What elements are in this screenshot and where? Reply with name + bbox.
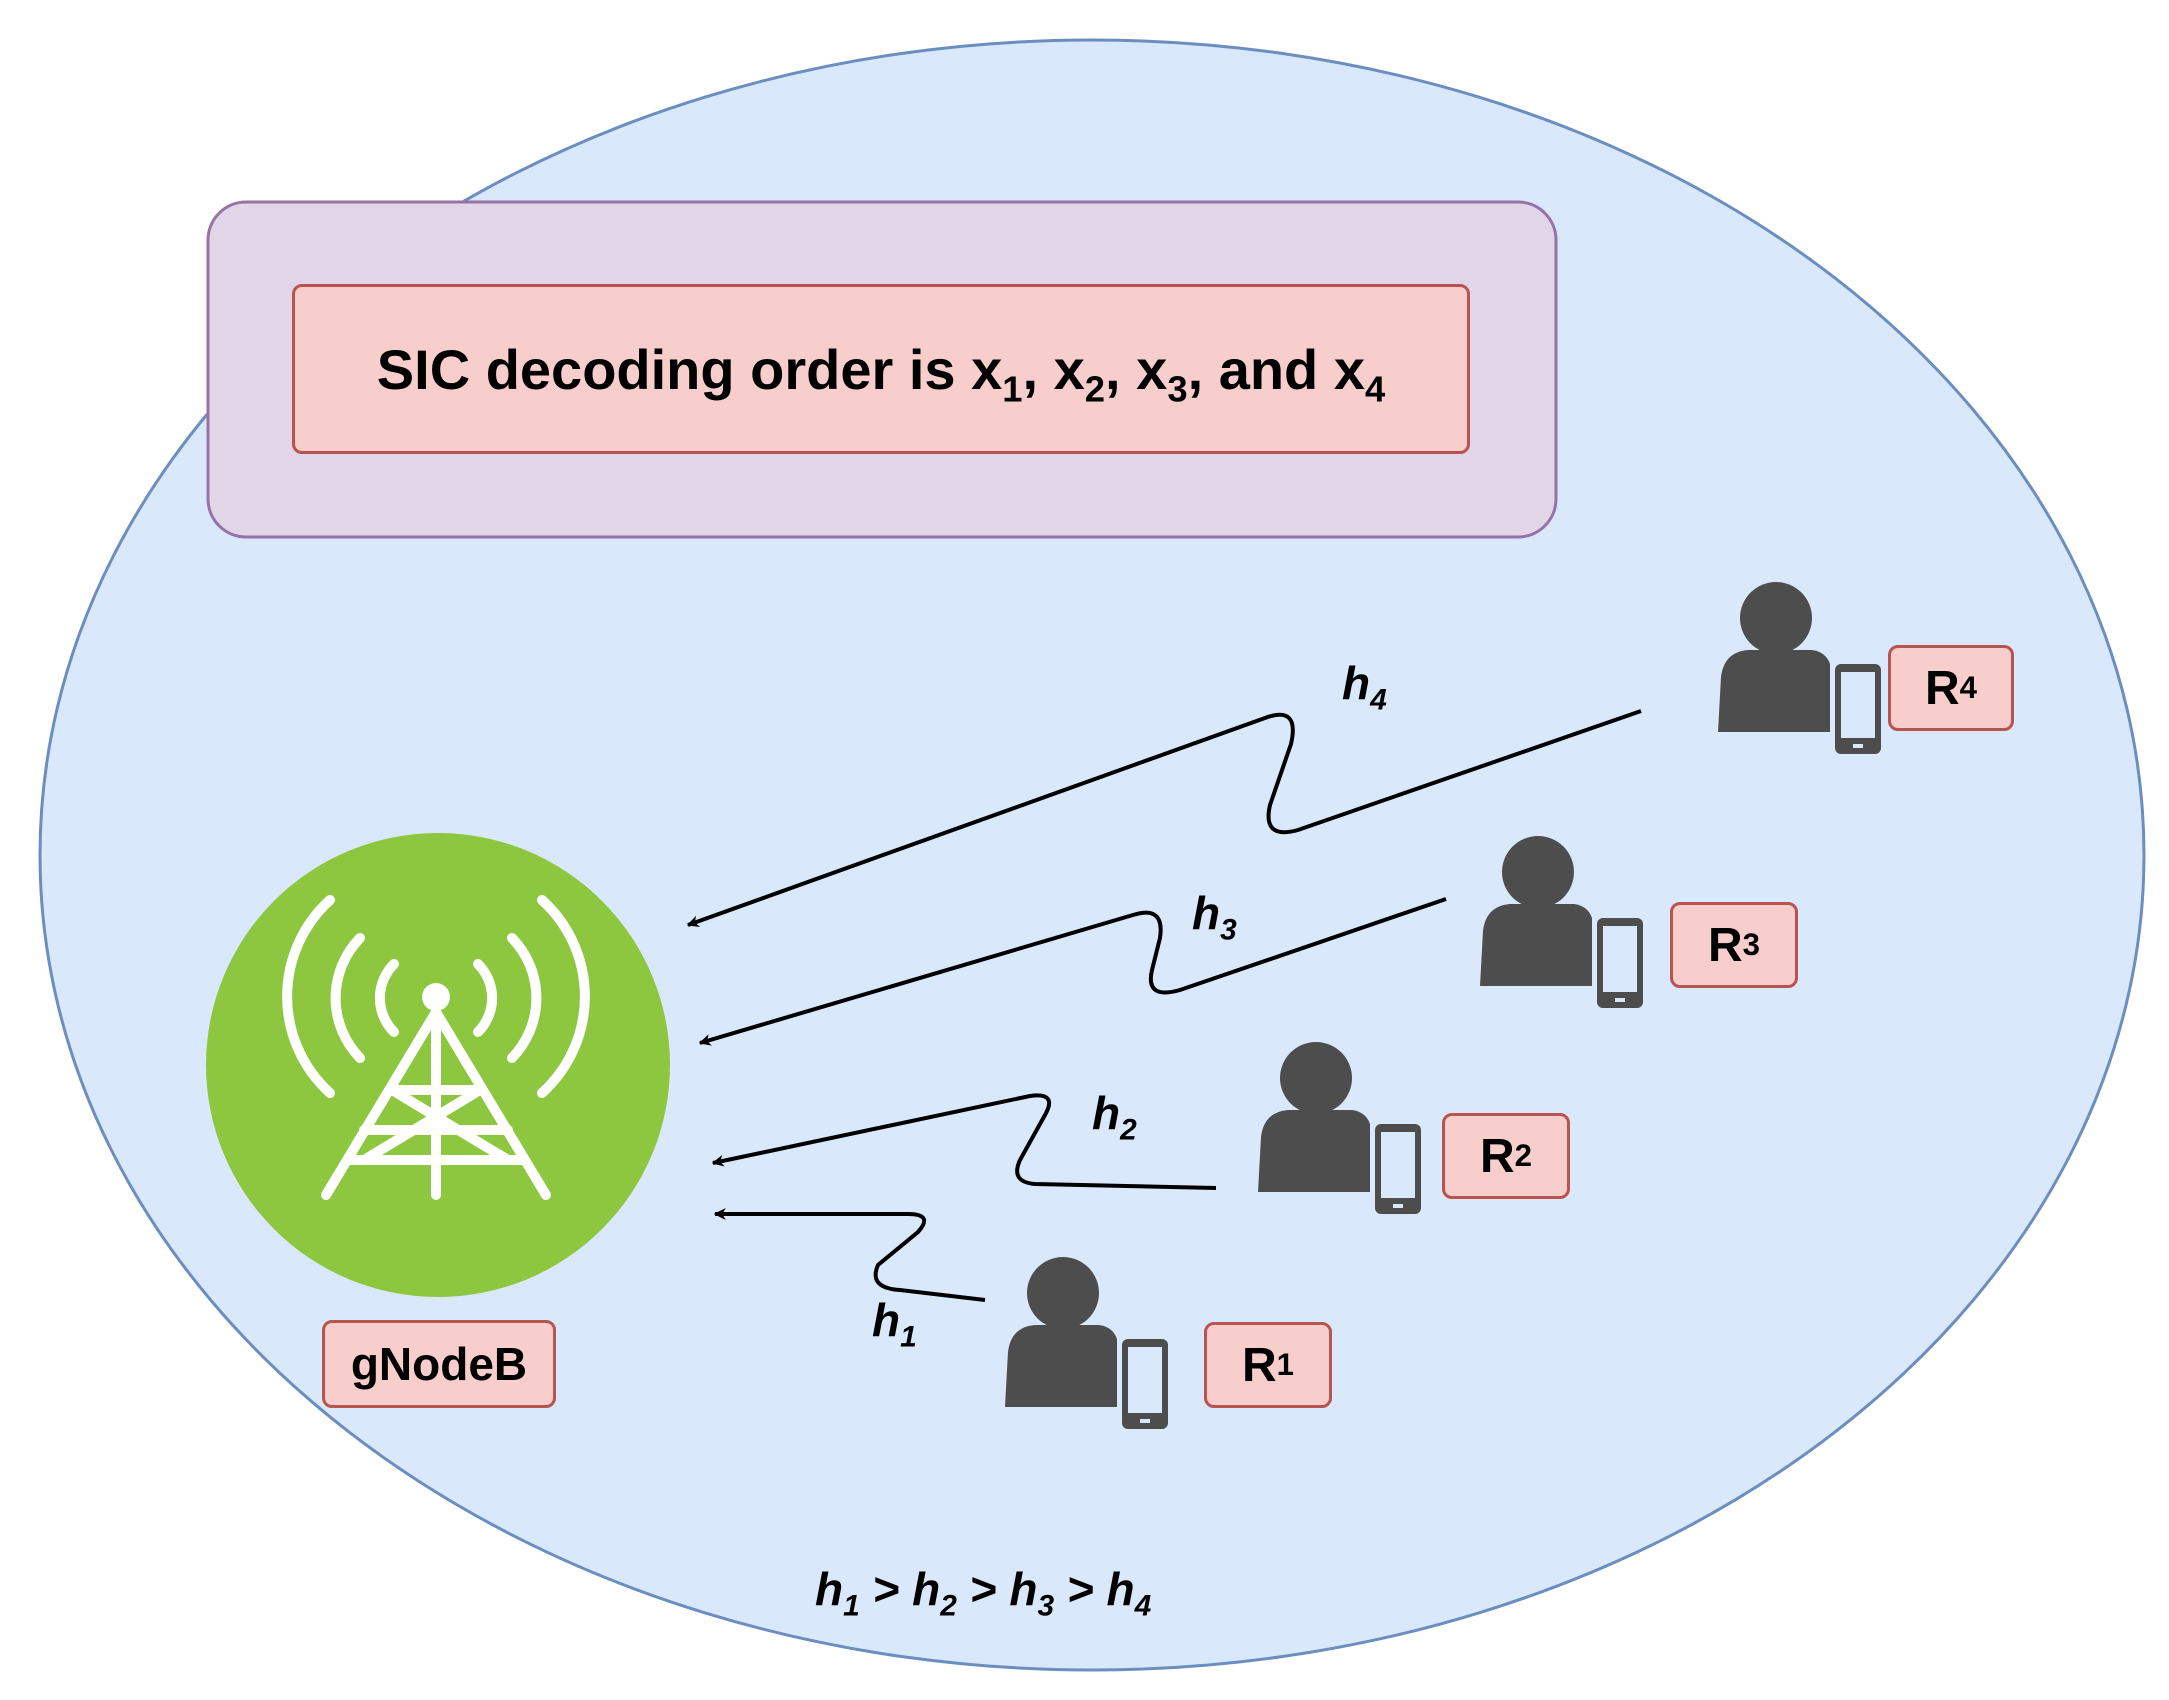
sic-x4: and x4 bbox=[1218, 337, 1386, 410]
sic-x2: x2 bbox=[1053, 337, 1106, 410]
channel-link-h2 bbox=[711, 1093, 1217, 1190]
sic-order-text: SIC decoding order is bbox=[376, 337, 956, 401]
channel-label-h2: h2 bbox=[1092, 1087, 1137, 1147]
channel-link-h3 bbox=[698, 897, 1447, 1046]
sic-x3: x3 bbox=[1136, 337, 1188, 410]
cell-tower-icon bbox=[282, 895, 590, 1200]
gnodeb-label: gNodeB bbox=[322, 1320, 556, 1408]
channel-label-h1: h1 bbox=[872, 1294, 917, 1354]
channel-label-h4: h4 bbox=[1342, 657, 1387, 717]
channel-gain-relation: h1 > h2 > h3 > h4 bbox=[815, 1563, 1152, 1623]
channel-label-h3: h3 bbox=[1192, 887, 1237, 947]
channel-link-h4 bbox=[686, 709, 1642, 928]
sic-x1: x1 bbox=[971, 337, 1023, 410]
sic-order-label: SIC decoding order is x1, x2, x3, and x4 bbox=[292, 284, 1470, 454]
channel-link-h1 bbox=[713, 1208, 986, 1302]
